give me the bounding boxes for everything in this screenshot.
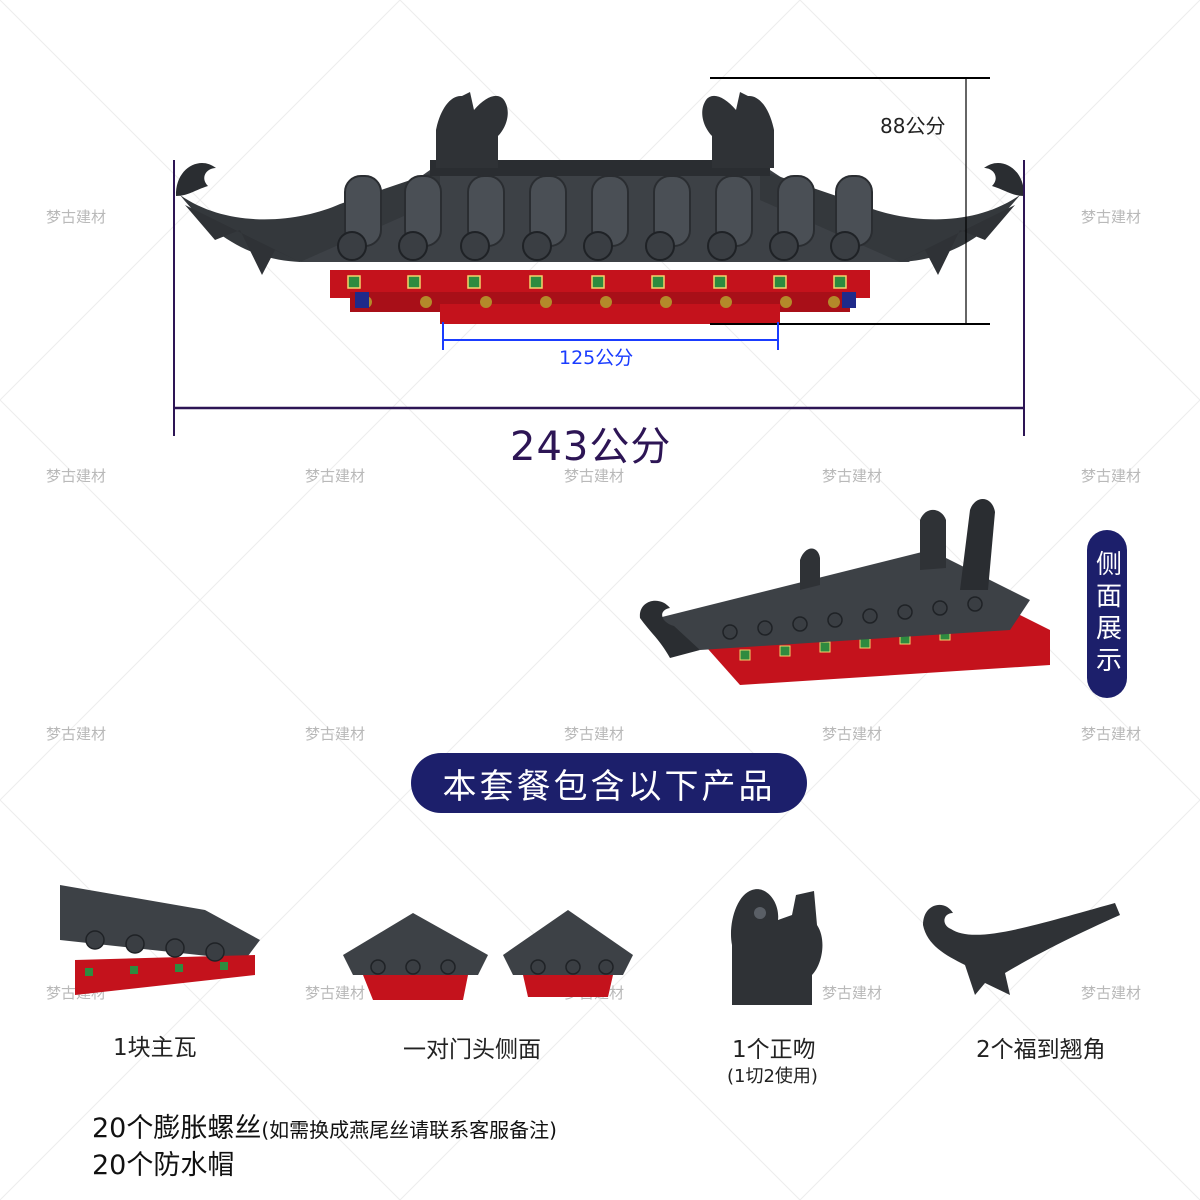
height-dimension-label: 88公分 — [880, 114, 946, 138]
item-label: 2个福到翘角 — [976, 1037, 1106, 1063]
watermark: 梦古建材 — [1081, 208, 1142, 226]
watermark: 梦古建材 — [46, 725, 107, 743]
watermark: 梦古建材 — [1081, 725, 1142, 743]
watermark: 梦古建材 — [822, 725, 883, 743]
inner-width-dimension-label: 125公分 — [559, 347, 634, 369]
ridge-ornament-image — [730, 889, 823, 1005]
watermark: 梦古建材 — [1081, 984, 1142, 1002]
door-side-pair-image — [343, 910, 633, 1000]
extras-line-2: 20个防水帽 — [92, 1150, 235, 1181]
item-label: 1个正吻 — [732, 1037, 816, 1063]
watermark: 梦古建材 — [564, 725, 625, 743]
item-sublabel: (1切2使用) — [727, 1066, 818, 1087]
upturned-corner-image — [923, 903, 1120, 995]
watermark: 梦古建材 — [822, 984, 883, 1002]
watermark: 梦古建材 — [564, 467, 625, 485]
item-label: 一对门头侧面 — [403, 1037, 541, 1063]
side-view-label: 侧面展示 — [1091, 550, 1122, 678]
side-view-image — [639, 498, 1050, 685]
main-tile-image — [60, 885, 260, 995]
watermark: 梦古建材 — [46, 467, 107, 485]
watermark: 梦古建材 — [1081, 467, 1142, 485]
extras-line-1-note: (如需换成燕尾丝请联系客服备注) — [261, 1118, 557, 1142]
extras-line-1: 20个膨胀螺丝(如需换成燕尾丝请联系客服备注) — [92, 1106, 557, 1145]
side-view-badge: 侧面展示 — [1087, 530, 1127, 698]
package-banner: 本套餐包含以下产品 — [411, 753, 807, 813]
extras-line-1-text: 20个膨胀螺丝 — [92, 1113, 262, 1144]
watermark: 梦古建材 — [305, 984, 366, 1002]
watermark: 梦古建材 — [305, 467, 366, 485]
main-roof-image — [173, 77, 1025, 436]
watermark: 梦古建材 — [46, 208, 107, 226]
watermark: 梦古建材 — [822, 467, 883, 485]
total-width-dimension-label: 243公分 — [510, 424, 672, 470]
item-label: 1块主瓦 — [113, 1035, 197, 1061]
watermark: 梦古建材 — [305, 725, 366, 743]
